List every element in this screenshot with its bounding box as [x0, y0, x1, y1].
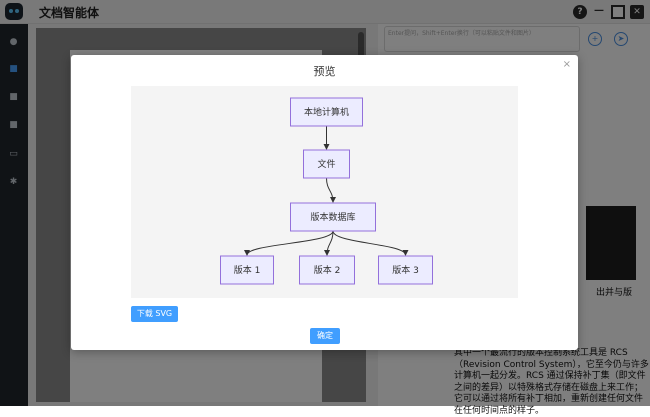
node-v2-label: 版本 2	[314, 264, 341, 276]
diagram-canvas: 本地计算机文件版本数据库版本 1 版本 2 版本 3	[131, 86, 518, 298]
node-v3-box	[378, 255, 433, 285]
confirm-button[interactable]: 确定	[310, 328, 340, 344]
node-file-box	[303, 149, 350, 179]
dialog-close-icon[interactable]: ×	[562, 59, 571, 70]
node-db-box	[290, 202, 376, 232]
edge-db-v2	[324, 230, 334, 256]
download-svg-button[interactable]: 下载 SVG	[131, 306, 178, 322]
edge-file-db	[326, 177, 336, 203]
edge-db-v1	[244, 230, 334, 256]
node-local-label: 本地计算机	[304, 106, 349, 118]
node-v1-label: 版本 1	[234, 264, 261, 276]
node-db-label: 版本数据库	[310, 211, 355, 223]
edge-db-v3	[332, 230, 409, 256]
node-v2-box	[299, 255, 355, 285]
node-v3-label: 版本 3	[392, 264, 419, 276]
node-local-box	[290, 97, 363, 127]
node-file-label: 文件	[317, 158, 335, 170]
preview-dialog: 预览 × 本地计算机文件版本数据库版本 1 版本 2 版本 3 下载 SVG 确定	[71, 55, 578, 350]
dialog-title: 预览	[313, 65, 336, 78]
node-v1-box	[220, 255, 274, 285]
